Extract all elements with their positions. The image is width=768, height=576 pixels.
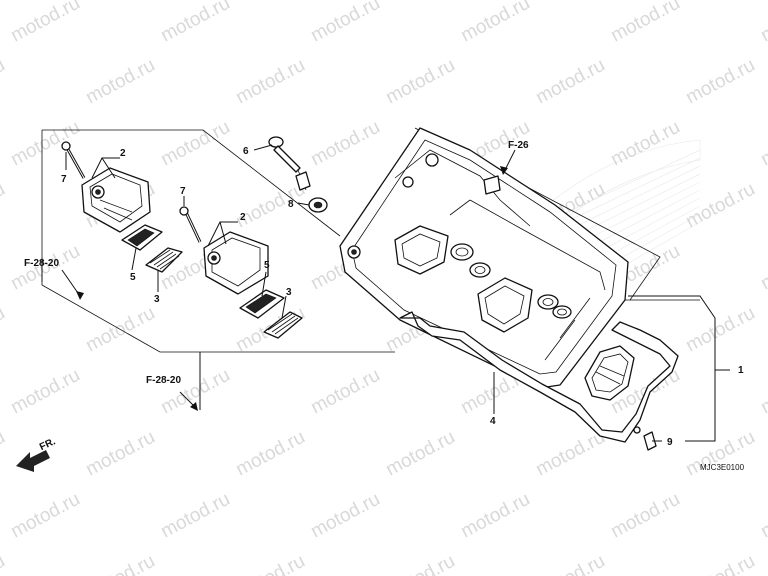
direction-label: FR.: [38, 436, 57, 453]
watermark-text: motod.ru: [757, 0, 768, 46]
callout-5-lower: 5: [264, 260, 270, 271]
watermark-text: motod.ru: [607, 489, 683, 543]
ref-f26[interactable]: F-26: [508, 140, 529, 151]
ref-f28-20-bottom[interactable]: F-28-20: [146, 375, 181, 386]
ref-f28-20-left[interactable]: F-28-20: [24, 258, 59, 269]
watermark-text: motod.ru: [307, 365, 383, 419]
cylinder-head-cover: [339, 127, 629, 389]
watermark-text: motod.ru: [232, 551, 308, 576]
watermark-text: motod.ru: [682, 551, 758, 576]
watermark-text: motod.ru: [757, 241, 768, 295]
front-direction-arrow: FR.: [16, 436, 57, 472]
callout-8: 8: [288, 199, 294, 210]
watermark-text: motod.ru: [232, 427, 308, 481]
watermark-text: motod.ru: [82, 551, 158, 576]
watermark-text: motod.ru: [382, 55, 458, 109]
callout-5-upper: 5: [130, 272, 136, 283]
watermark-text: motod.ru: [307, 489, 383, 543]
gasket-5-lower: [239, 289, 285, 319]
watermark-text: motod.ru: [682, 179, 758, 233]
watermark-text: motod.ru: [682, 303, 758, 357]
watermark-text: motod.ru: [307, 117, 383, 171]
callout-9: 9: [667, 437, 673, 448]
head-cover-gasket: [399, 311, 679, 443]
watermark-text: motod.ru: [7, 0, 83, 46]
watermark-text: motod.ru: [0, 179, 9, 233]
bolt-7-lower: [179, 206, 202, 243]
bolt-6: [268, 136, 311, 191]
callouts: 1 2 2 3 3 4 5 5 6 7 7 8 9: [61, 146, 744, 448]
assembly-boundary: [41, 127, 700, 353]
breather-cover-2-lower: [203, 231, 269, 295]
callout-6: 6: [243, 146, 249, 157]
callout-3-lower: 3: [286, 287, 292, 298]
callout-3-upper: 3: [154, 294, 160, 305]
plug-hole-1: [394, 225, 449, 275]
watermark-text: motod.ru: [157, 489, 233, 543]
reed-plate-3-lower: [263, 311, 303, 339]
watermark-text: motod.ru: [0, 303, 9, 357]
watermark-text: motod.ru: [157, 365, 233, 419]
watermark-text: motod.ru: [607, 117, 683, 171]
watermark-text: motod.ru: [232, 179, 308, 233]
breather-cover-2-upper: [81, 167, 151, 233]
watermark-text: motod.ru: [157, 0, 233, 46]
watermark-text: motod.ru: [82, 55, 158, 109]
watermark-text: motod.ru: [0, 55, 9, 109]
drawing-code: MJC3E0100: [700, 463, 745, 472]
bolt-9: [633, 426, 657, 451]
watermark-text: motod.ru: [157, 117, 233, 171]
watermark-text: motod.ru: [532, 427, 608, 481]
watermark-text: motod.ru: [232, 55, 308, 109]
watermark-text: motod.ru: [7, 117, 83, 171]
callout-2-upper: 2: [120, 148, 126, 159]
watermark-text: motod.ru: [682, 427, 758, 481]
watermark-text: motod.ru: [382, 551, 458, 576]
callout-7-upper: 7: [61, 174, 67, 185]
callout-2-lower: 2: [240, 212, 246, 223]
watermark-text: motod.ru: [7, 365, 83, 419]
watermark-text: motod.ru: [0, 551, 9, 576]
watermark-text: motod.ru: [532, 55, 608, 109]
watermark-text: motod.ru: [532, 551, 608, 576]
callout-1: 1: [738, 365, 744, 376]
watermark-text: motod.ru: [7, 489, 83, 543]
plug-hole-seal: [584, 345, 635, 401]
gasket-5-upper: [121, 224, 163, 251]
grommet-8: [308, 197, 328, 213]
watermark-text: motod.ru: [382, 427, 458, 481]
leader-lines: [41, 144, 730, 442]
watermark-text: motod.ru: [0, 427, 9, 481]
plug-hole-2: [477, 277, 533, 333]
watermark-text: motod.ru: [82, 427, 158, 481]
watermark-text: motod.ru: [607, 0, 683, 46]
watermark-text: motod.ru: [757, 489, 768, 543]
watermark-text: motod.ru: [457, 0, 533, 46]
reed-plate-3-upper: [145, 247, 183, 273]
bolt-7-upper: [61, 141, 86, 179]
callout-7-lower: 7: [180, 186, 186, 197]
watermark-text: motod.ru: [457, 489, 533, 543]
watermark-text: motod.ru: [757, 365, 768, 419]
watermark-text: motod.ru: [307, 0, 383, 46]
watermark-text: motod.ru: [757, 117, 768, 171]
watermark-text: motod.ru: [682, 55, 758, 109]
callout-4: 4: [490, 416, 496, 427]
